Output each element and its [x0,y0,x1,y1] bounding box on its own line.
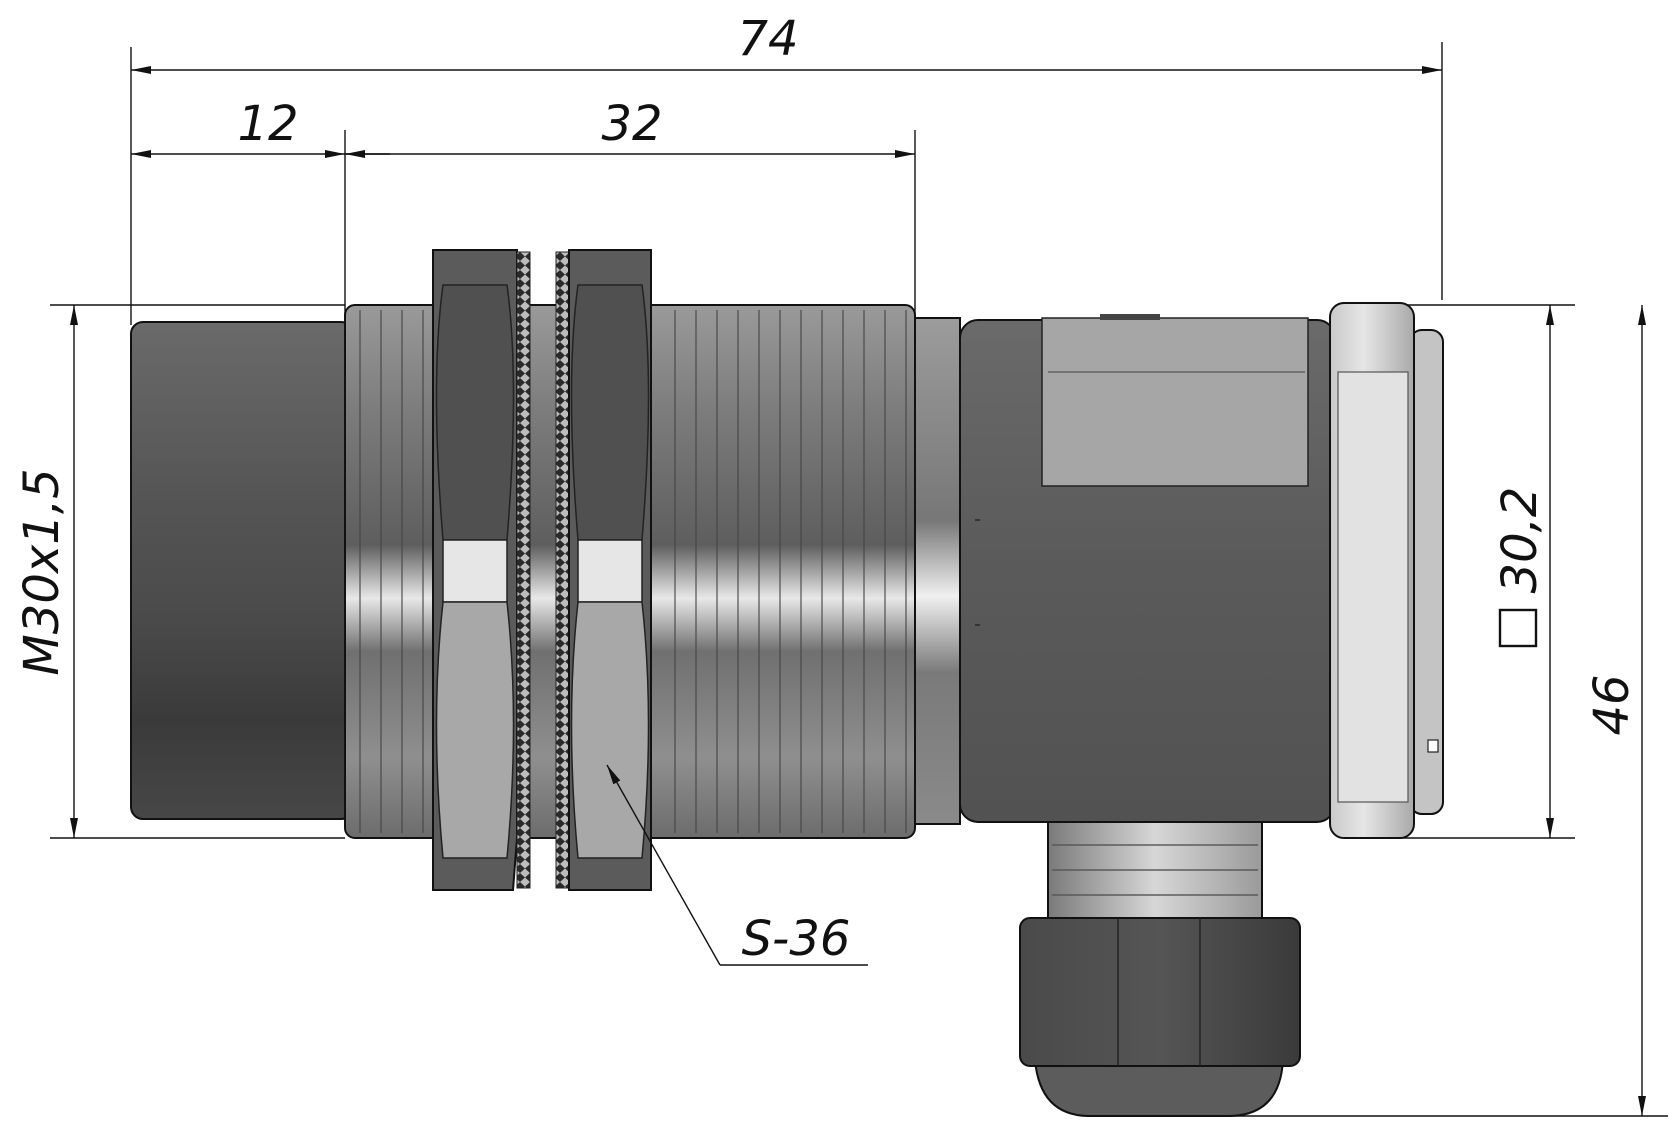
wrench-leader [606,764,868,966]
cable-gland [1019,917,1301,1117]
square-symbol-icon [1498,608,1538,648]
dim-label-square: 30,2 [1492,487,1548,594]
lock-nut-right [555,249,652,891]
dim-label-32: 32 [601,96,662,152]
sensing-face [130,321,354,820]
dim-label-thread: M30x1,5 [14,468,70,675]
rear-cap [1329,302,1444,839]
housing [959,314,1336,823]
dim-label-74: 74 [737,11,798,67]
lock-nut-left [432,249,531,891]
dim-label-wrench: S-36 [742,911,851,967]
dim-label-46: 46 [1584,674,1640,735]
cable [1047,821,1263,925]
collar [914,317,961,825]
dim-label-12: 12 [237,96,298,152]
